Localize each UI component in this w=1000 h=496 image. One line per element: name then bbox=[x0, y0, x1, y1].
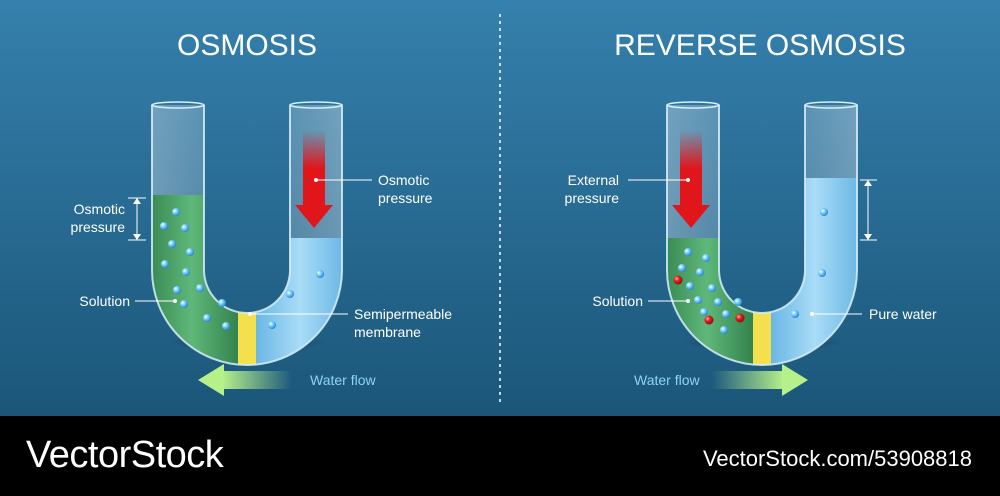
water-flow-label-left: Water flow bbox=[310, 372, 376, 388]
osmotic-pressure-label-1: Osmotic bbox=[74, 201, 125, 217]
watermark-id: VectorStock.com/53908818 bbox=[702, 446, 972, 471]
osmotic-pressure-right-1: Osmotic bbox=[378, 172, 429, 188]
osmotic-pressure-arrow-head bbox=[295, 205, 333, 228]
title-osmosis: OSMOSIS bbox=[177, 29, 317, 62]
solution-label-right: Solution bbox=[592, 293, 643, 309]
osmosis-diagram: OSMOSIS REVERSE OSMOSIS bbox=[0, 0, 1000, 416]
reverse-osmosis-labels: External pressure Solution Pure water bbox=[565, 172, 938, 322]
flow-arrow-left-head bbox=[198, 364, 224, 396]
solute-molecules bbox=[673, 275, 745, 325]
reverse-osmosis-water-flow: Water flow bbox=[634, 364, 808, 396]
pure-water-label: Pure water bbox=[869, 306, 937, 322]
tube-outline bbox=[151, 105, 343, 366]
external-pressure-arrow-shaft bbox=[680, 130, 702, 215]
tube-outline-right bbox=[666, 105, 858, 366]
membrane-label-2: membrane bbox=[354, 324, 421, 340]
water-molecules-right bbox=[678, 208, 828, 334]
water-molecules bbox=[160, 208, 324, 330]
watermark-bar: VectorStock VectorStock.com/53908818 bbox=[0, 416, 1000, 496]
membrane-label-1: Semipermeable bbox=[354, 306, 452, 322]
flow-arrow-right-head bbox=[782, 364, 808, 396]
water-flow-label-right: Water flow bbox=[634, 372, 700, 388]
flow-arrow-right-shaft bbox=[712, 371, 784, 389]
external-pressure-label-2: pressure bbox=[565, 190, 620, 206]
osmotic-pressure-right-2: pressure bbox=[378, 190, 433, 206]
osmosis-labels: Osmotic pressure Osmotic pressure Soluti… bbox=[71, 172, 453, 340]
watermark-logo: VectorStock bbox=[26, 434, 224, 476]
osmotic-pressure-label-2: pressure bbox=[71, 219, 126, 235]
osmosis-water-flow: Water flow bbox=[198, 364, 376, 396]
title-reverse-osmosis: REVERSE OSMOSIS bbox=[614, 29, 906, 62]
osmotic-pressure-arrow-shaft bbox=[303, 130, 325, 215]
external-pressure-label-1: External bbox=[568, 172, 619, 188]
solution-label: Solution bbox=[79, 293, 130, 309]
flow-arrow-left-shaft bbox=[222, 371, 292, 389]
external-pressure-arrow-head bbox=[672, 205, 710, 228]
